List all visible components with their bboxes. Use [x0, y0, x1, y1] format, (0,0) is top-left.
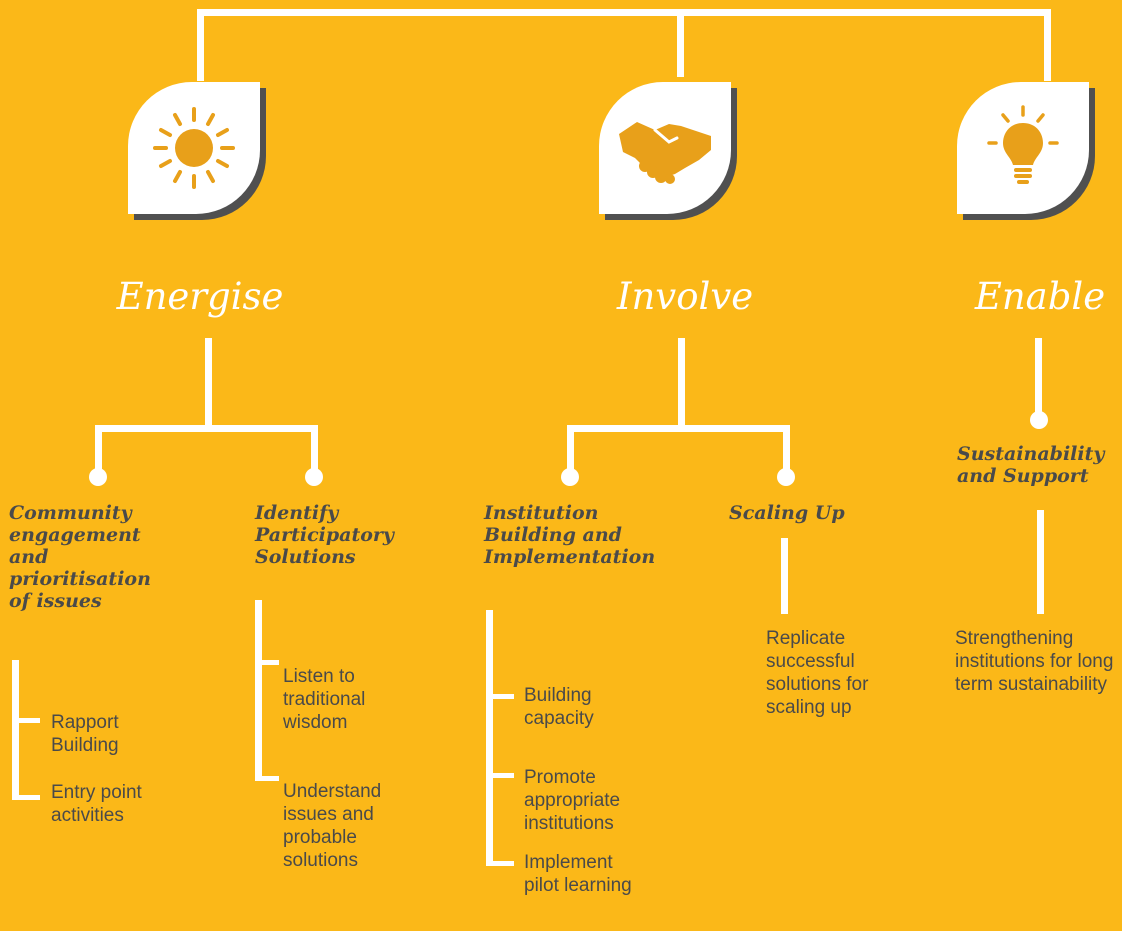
energise-branch	[95, 425, 318, 432]
enable-stem	[1035, 338, 1042, 418]
enable-tile	[957, 82, 1095, 220]
node-dot	[305, 468, 323, 486]
item-tick	[486, 861, 514, 866]
item-strengthening-institutions: Strengthening institutions for long term…	[955, 628, 1114, 695]
item-promote-institutions: Promote appropriate institutions	[524, 767, 621, 834]
item-bracket	[12, 660, 19, 800]
group-heading-scaling-up: Scaling Up	[729, 502, 845, 524]
item-tick	[486, 694, 514, 699]
node-dot	[777, 468, 795, 486]
pillar-title-energise: Energise	[116, 275, 284, 318]
connector-enable	[1044, 9, 1051, 81]
item-tick	[486, 773, 514, 778]
energise-branch-left	[95, 425, 102, 475]
pillar-title-enable: Enable	[974, 275, 1106, 318]
energise-tile	[128, 82, 266, 220]
pillar-title-involve: Involve	[616, 275, 754, 318]
involve-branch	[567, 425, 790, 432]
tile-face	[599, 82, 731, 214]
group-heading-institution-building: Institution Building and Implementation	[484, 502, 656, 568]
item-bracket	[255, 600, 262, 780]
connector-involve	[677, 9, 684, 77]
item-tick	[255, 776, 279, 781]
involve-tile	[599, 82, 737, 220]
item-building-capacity: Building capacity	[524, 685, 594, 729]
node-dot	[1030, 411, 1048, 429]
item-entry-point-activities: Entry point activities	[51, 782, 142, 826]
item-understand-issues: Understand issues and probable solutions	[283, 781, 382, 871]
involve-branch-left	[567, 425, 574, 475]
group-heading-community-engagement: Community engagement and prioritisation …	[9, 502, 151, 612]
node-dot	[89, 468, 107, 486]
tile-face	[957, 82, 1089, 214]
item-bracket	[486, 610, 493, 866]
top-connector-line	[197, 9, 1051, 16]
item-tick	[255, 660, 279, 665]
item-replicate-solutions: Replicate successful solutions for scali…	[766, 628, 869, 718]
energise-stem	[205, 338, 212, 429]
item-tick	[12, 718, 40, 723]
involve-stem	[678, 338, 685, 429]
item-rapport-building: Rapport Building	[51, 712, 119, 756]
connector-energise	[197, 9, 204, 81]
handshake-icon	[619, 122, 711, 184]
energise-branch-right	[311, 425, 318, 475]
item-implement-pilot-learning: Implement pilot learning	[524, 852, 632, 896]
sun-icon	[153, 107, 235, 189]
node-dot	[561, 468, 579, 486]
item-listen-to-traditional-wisdom: Listen to traditional wisdom	[283, 666, 366, 733]
lightbulb-icon	[987, 105, 1059, 184]
item-tick	[12, 795, 40, 800]
group-heading-identify-solutions: Identify Participatory Solutions	[255, 502, 394, 568]
tile-face	[128, 82, 260, 214]
group-heading-sustainability: Sustainability and Support	[957, 443, 1105, 487]
scaling-up-stem	[781, 538, 788, 614]
sustainability-stem	[1037, 510, 1044, 614]
involve-branch-right	[783, 425, 790, 475]
